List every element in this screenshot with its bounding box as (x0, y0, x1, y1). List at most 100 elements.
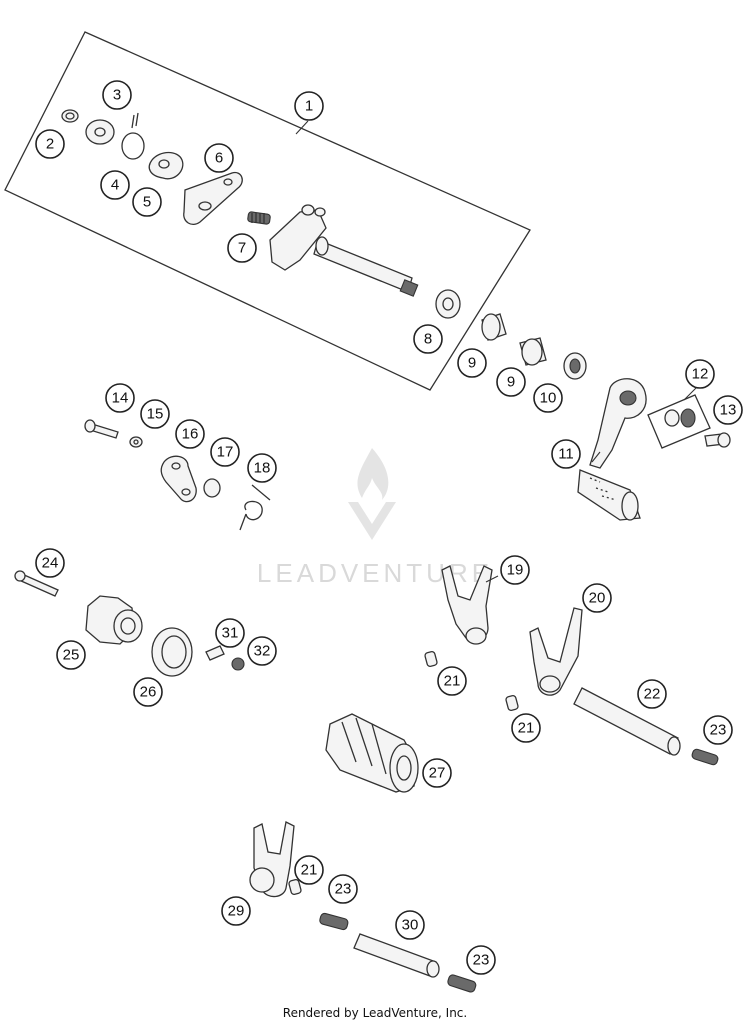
callout-20: 20 (582, 583, 612, 613)
svg-text:29: 29 (228, 903, 245, 920)
part-4-washer (85, 119, 115, 145)
callout-23a: 23 (703, 715, 733, 745)
callout-9a: 9 (457, 348, 487, 378)
part-19-shift-fork (441, 565, 493, 645)
part-30-shaft (353, 933, 440, 978)
render-credit: Rendered by LeadVenture, Inc. (282, 1006, 468, 1020)
part-23-spring-b (319, 912, 349, 931)
svg-text:16: 16 (182, 426, 199, 443)
callout-12: 12 (685, 359, 715, 389)
svg-text:12: 12 (692, 366, 709, 383)
part-15-washer (129, 436, 143, 448)
callout-21b: 21 (511, 713, 541, 743)
part-14-bolt (84, 419, 119, 439)
part-18-spring (239, 484, 271, 531)
part-9-bushing-b (519, 337, 547, 366)
part-10-seal (563, 352, 587, 380)
callout-3: 3 (102, 80, 132, 110)
part-32-screw (231, 657, 245, 671)
svg-text:2: 2 (46, 136, 54, 153)
svg-text:9: 9 (507, 374, 515, 391)
callout-22: 22 (637, 679, 667, 709)
callout-7: 7 (227, 233, 257, 263)
svg-text:21: 21 (444, 673, 461, 690)
watermark: LEADVENTURE (257, 448, 493, 588)
shift-shaft-assembly-frame (4, 31, 531, 391)
part-1-shift-shaft (269, 204, 419, 297)
svg-text:7: 7 (238, 240, 246, 257)
callout-2: 2 (35, 129, 65, 159)
callout-1: 1 (294, 91, 324, 121)
part-25-shift-drum-locating (85, 595, 143, 645)
svg-text:4: 4 (111, 177, 119, 194)
callout-26: 26 (133, 677, 163, 707)
callout-8: 8 (413, 324, 443, 354)
part-3-spring (121, 112, 145, 160)
svg-text:5: 5 (143, 194, 151, 211)
part-17-roller (203, 478, 221, 498)
svg-text:13: 13 (720, 402, 737, 419)
svg-text:27: 27 (429, 765, 446, 782)
svg-text:26: 26 (140, 684, 157, 701)
part-12-bearing-kit-frame (647, 394, 711, 449)
part-29-shift-fork (249, 821, 295, 898)
svg-text:8: 8 (424, 331, 432, 348)
svg-text:23: 23 (335, 881, 352, 898)
callout-13: 13 (713, 395, 743, 425)
part-23-spring-c (447, 974, 477, 993)
callout-32: 32 (247, 636, 277, 666)
callout-10: 10 (533, 383, 563, 413)
callout-16: 16 (175, 419, 205, 449)
part-27-shift-drum (325, 713, 419, 793)
callout-15: 15 (140, 399, 170, 429)
callout-21c: 21 (294, 855, 324, 885)
svg-text:21: 21 (301, 862, 318, 879)
part-2-circlip (61, 109, 79, 123)
callout-27: 27 (422, 758, 452, 788)
part-11-shift-lever (577, 378, 647, 521)
part-21-pin-b (505, 694, 519, 712)
callout-23b: 23 (328, 874, 358, 904)
callout-5: 5 (132, 187, 162, 217)
svg-text:25: 25 (63, 647, 80, 664)
svg-text:6: 6 (215, 150, 223, 167)
callout-23c: 23 (466, 945, 496, 975)
svg-text:22: 22 (644, 686, 661, 703)
callout-25: 25 (56, 640, 86, 670)
callout-6: 6 (204, 143, 234, 173)
svg-text:30: 30 (402, 917, 419, 934)
svg-text:3: 3 (113, 87, 121, 104)
callout-31: 31 (215, 618, 245, 648)
callout-19: 19 (500, 555, 530, 585)
part-9-bushing-a (481, 313, 507, 341)
part-7-spring (247, 211, 271, 225)
part-16-shift-arm (160, 455, 197, 503)
watermark-text: LEADVENTURE (257, 558, 493, 588)
leadventure-flame-logo (348, 448, 396, 540)
svg-text:18: 18 (254, 460, 271, 477)
svg-text:1: 1 (305, 98, 313, 115)
callout-4: 4 (100, 170, 130, 200)
callout-24: 24 (35, 548, 65, 578)
callout-30: 30 (395, 910, 425, 940)
callouts: 1 2 3 4 5 6 7 8 9 9 10 11 12 13 14 15 16… (35, 80, 743, 975)
svg-text:20: 20 (589, 590, 606, 607)
svg-text:11: 11 (558, 446, 574, 463)
callout-18: 18 (247, 453, 277, 483)
part-20-shift-fork (529, 607, 583, 696)
callout-9b: 9 (496, 367, 526, 397)
svg-text:15: 15 (147, 406, 164, 423)
svg-text:21: 21 (518, 720, 535, 737)
part-13-bolt (704, 432, 731, 448)
part-5-cam (148, 151, 184, 180)
part-26-bearing (151, 627, 193, 677)
part-8-washer (435, 289, 461, 319)
svg-text:17: 17 (217, 444, 234, 461)
leader-lines (295, 120, 699, 583)
part-23-spring-a (691, 748, 719, 766)
part-21-pin-a (424, 650, 438, 668)
svg-text:14: 14 (112, 390, 129, 407)
callout-21a: 21 (437, 666, 467, 696)
part-24-bolt (14, 570, 59, 597)
